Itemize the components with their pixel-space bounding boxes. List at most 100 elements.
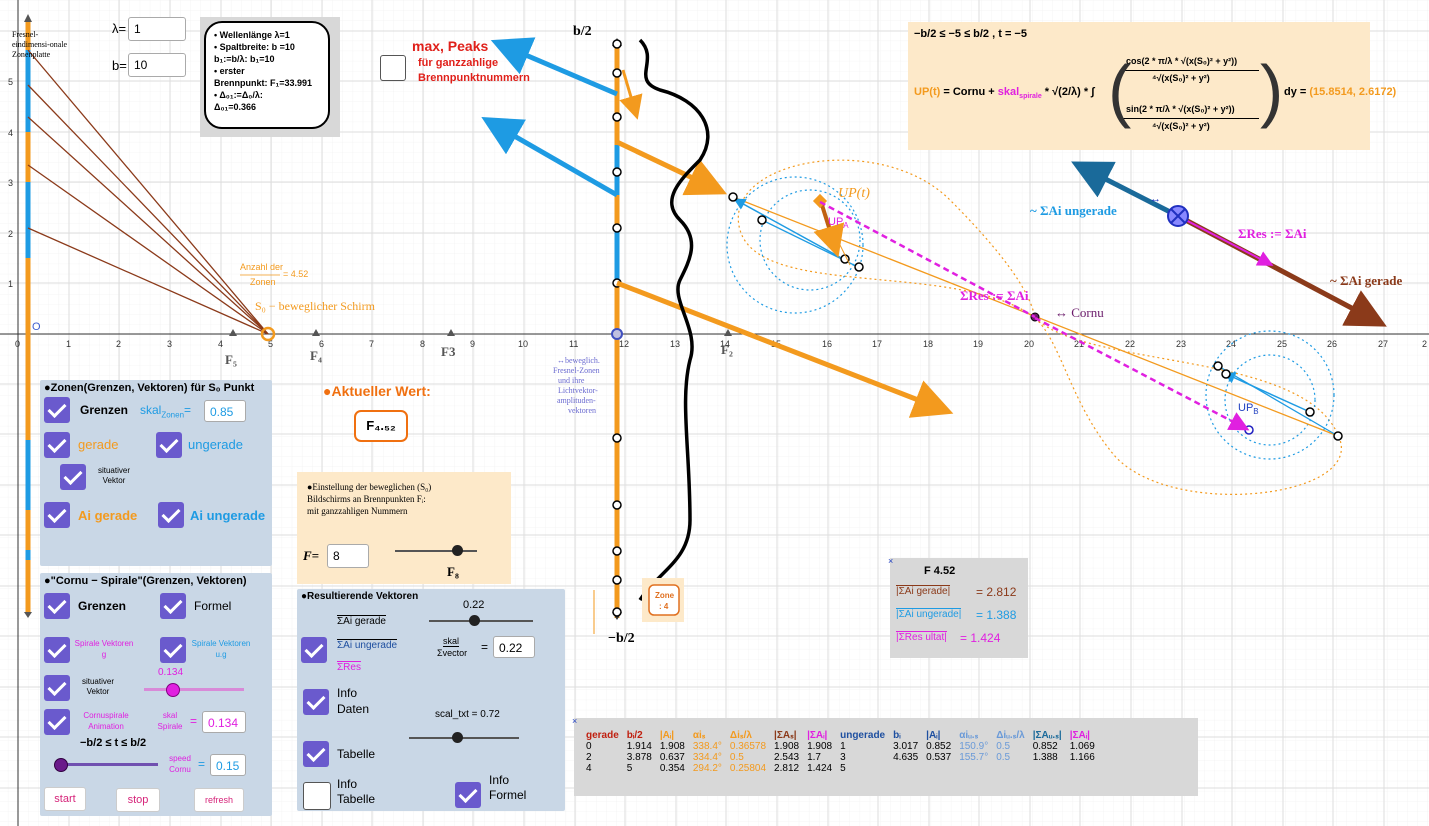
zone-rays bbox=[27, 49, 269, 335]
formula-lhs: UP(t) = Cornu + skalspirale * √(2/λ) * ∫ bbox=[914, 86, 1095, 101]
cornu-panel: ●"Cornu − Spirale"(Grenzen, Vektoren) Gr… bbox=[40, 573, 272, 816]
svg-text:5: 5 bbox=[268, 339, 273, 349]
svg-text:3: 3 bbox=[8, 178, 13, 188]
table-cell: 1.388 bbox=[1032, 752, 1058, 763]
focus-markers bbox=[229, 329, 732, 336]
table-cell: 1.908 bbox=[807, 741, 833, 752]
anzahl-value: = 4.52 bbox=[283, 269, 308, 279]
formula-num2: sin(2 * π/λ * √(x(S₀)² + y²)) bbox=[1126, 104, 1235, 114]
speed-slider-knob[interactable] bbox=[54, 758, 68, 772]
ai-gerade-checkbox[interactable] bbox=[44, 502, 70, 528]
origin-label: O bbox=[32, 321, 41, 333]
refresh-button[interactable]: refresh bbox=[194, 788, 244, 812]
skal-sigma-input[interactable]: 0.22 bbox=[493, 636, 535, 658]
svg-text:21: 21 bbox=[1074, 339, 1084, 349]
table-cell: 338.4° bbox=[692, 741, 722, 752]
f-slider-knob[interactable] bbox=[452, 545, 463, 556]
svg-text:Lichtvektor-: Lichtvektor- bbox=[558, 386, 598, 395]
tabelle-checkbox[interactable] bbox=[303, 741, 329, 767]
scal-slider-track[interactable] bbox=[409, 737, 519, 739]
info-daten-checkbox[interactable] bbox=[303, 689, 329, 715]
svg-text:↔: ↔ bbox=[1150, 193, 1161, 205]
formula-result: (15.8514, 2.6172) bbox=[1309, 86, 1397, 98]
cornu-grenzen-checkbox[interactable] bbox=[44, 593, 70, 619]
scal-txt-label: scal_txt = 0.72 bbox=[435, 709, 500, 720]
table-header: Δiᵤ.ₛ/λ bbox=[996, 730, 1025, 741]
res-slider-knob[interactable] bbox=[469, 615, 480, 626]
zone-box bbox=[648, 584, 680, 616]
res-sum-res: ΣRes bbox=[337, 661, 361, 673]
f-slider-track[interactable] bbox=[395, 550, 477, 552]
cornu-slider-knob[interactable] bbox=[166, 683, 180, 697]
table-cell: 0.5 bbox=[996, 752, 1011, 763]
table-header: |ΣAᵢ| bbox=[807, 730, 828, 741]
scal-slider-knob[interactable] bbox=[452, 732, 463, 743]
spirale-vg-checkbox[interactable] bbox=[44, 637, 70, 663]
formel-checkbox[interactable] bbox=[160, 593, 186, 619]
svg-text:Zonen: Zonen bbox=[250, 277, 276, 287]
cornu-spiral bbox=[737, 159, 1342, 495]
res-slider-track[interactable] bbox=[429, 620, 533, 622]
svg-text:7: 7 bbox=[369, 339, 374, 349]
formula-condition: −b/2 ≤ −5 ≤ b/2 , t = −5 bbox=[914, 28, 1027, 40]
table-header: |ΣAₛ| bbox=[774, 730, 797, 741]
einstellung-line: ●Einstellung der beweglichen (S₀) bbox=[307, 482, 432, 492]
b-input[interactable]: 10 bbox=[128, 53, 186, 77]
f-input[interactable]: 8 bbox=[327, 544, 369, 568]
info-tabelle-checkbox[interactable] bbox=[303, 782, 331, 810]
speed-slider-track[interactable] bbox=[58, 763, 158, 766]
table-cell: 1.908 bbox=[774, 741, 800, 752]
start-button[interactable]: start bbox=[44, 787, 86, 811]
zone-points bbox=[612, 39, 622, 617]
ungerade-checkbox[interactable] bbox=[156, 432, 182, 458]
cornu-anim-label: Cornuspirale Animation bbox=[83, 711, 129, 731]
f-info-ger-val: = 2.812 bbox=[976, 585, 1017, 599]
svg-text:4: 4 bbox=[218, 339, 223, 349]
max-peaks-checkbox[interactable] bbox=[380, 55, 406, 81]
b-half-label: b/2 bbox=[573, 24, 592, 39]
situativ-checkbox[interactable] bbox=[60, 464, 86, 490]
zonen-grenzen-checkbox[interactable] bbox=[44, 397, 70, 423]
skal-zonen-input[interactable]: 0.85 bbox=[204, 400, 246, 422]
formel-label: Formel bbox=[194, 599, 232, 613]
table-cell: 334.4° bbox=[692, 752, 722, 763]
svg-text:16: 16 bbox=[822, 339, 832, 349]
table-cell: 0.852 bbox=[926, 741, 952, 752]
skal-spirale-input[interactable]: 0.134 bbox=[202, 711, 246, 733]
b-label: b= bbox=[112, 58, 127, 73]
table-cell bbox=[922, 763, 955, 774]
table-cell: 294.2° bbox=[692, 763, 722, 774]
gerade-checkbox[interactable] bbox=[44, 432, 70, 458]
res-vectors-checkbox[interactable] bbox=[301, 637, 327, 663]
screen-point-s0 bbox=[260, 326, 276, 342]
table-cell: 0.36578 bbox=[729, 741, 767, 752]
table-cell: 1.7 bbox=[807, 752, 821, 763]
sum-res-label-2: ΣRes := ΣAi bbox=[1238, 226, 1307, 241]
cornu-situativ-label: situativer Vektor bbox=[81, 677, 114, 696]
cornu-anim-checkbox[interactable] bbox=[44, 709, 70, 735]
resultierende-panel: ●Resultierende Vektoren ΣAi gerade ΣAi u… bbox=[297, 589, 565, 811]
cornu-slider-track[interactable] bbox=[144, 688, 244, 691]
table-cell: 150.9° bbox=[959, 741, 989, 752]
fresnel-title: Fresnel-eindimensi-onale Zonenplatte bbox=[12, 30, 68, 59]
svg-text:8: 8 bbox=[420, 339, 425, 349]
up-t-label: UP(t) bbox=[838, 186, 870, 201]
zonen-grenzen-label: Grenzen bbox=[80, 403, 129, 417]
svg-text:9: 9 bbox=[470, 339, 475, 349]
info-formel-checkbox[interactable] bbox=[455, 782, 481, 808]
speed-input[interactable]: 0.15 bbox=[210, 754, 246, 776]
table-cell: 3.017 bbox=[893, 741, 919, 752]
table-header: αiᵤ.ₛ bbox=[959, 730, 979, 741]
stop-button[interactable]: stop bbox=[116, 788, 160, 812]
table-cell: 0.5 bbox=[729, 752, 744, 763]
cornu-title: ●"Cornu − Spirale"(Grenzen, Vektoren) bbox=[44, 575, 247, 587]
formula-den: ⁴√(x(S₀)² + y²) bbox=[1152, 73, 1210, 83]
spirale-vug-checkbox[interactable] bbox=[160, 637, 186, 663]
f-info-res-val: = 1.424 bbox=[960, 631, 1001, 645]
f-info-title: F 4.52 bbox=[924, 565, 956, 577]
svg-text:10: 10 bbox=[518, 339, 528, 349]
svg-text:25: 25 bbox=[1277, 339, 1287, 349]
cornu-situativ-checkbox[interactable] bbox=[44, 675, 70, 701]
ai-ungerade-checkbox[interactable] bbox=[158, 502, 184, 528]
lambda-input[interactable]: 1 bbox=[128, 17, 186, 41]
